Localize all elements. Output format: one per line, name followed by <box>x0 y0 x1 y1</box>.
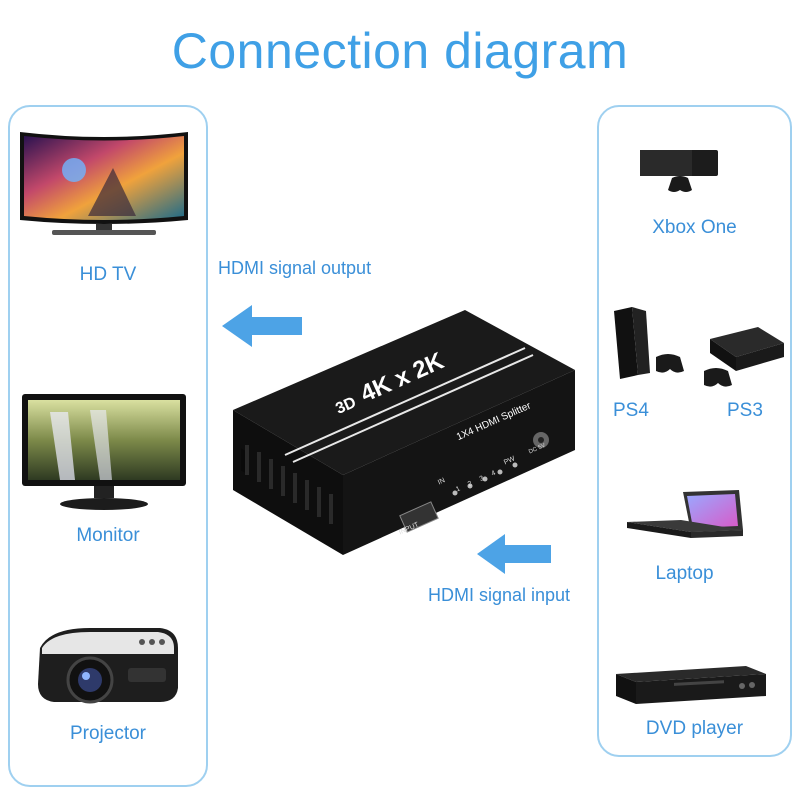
ps4-icon <box>610 305 690 379</box>
curved-tv-icon <box>18 128 190 246</box>
hd-tv-label: HD TV <box>79 264 137 285</box>
arrow-left-icon <box>222 305 302 347</box>
monitor-label: Monitor <box>76 525 140 546</box>
hdmi-signal-output-label: HDMI signal output <box>218 258 372 278</box>
projector-icon <box>30 618 182 708</box>
output-devices-panel <box>8 105 208 787</box>
hdmi-splitter-device <box>225 300 585 560</box>
xbox-one-label: Xbox One <box>652 217 737 238</box>
input-devices-panel <box>597 105 792 757</box>
hdmi-signal-input-label: HDMI signal input <box>428 585 571 605</box>
arrow-left-icon <box>477 534 551 574</box>
laptop-icon <box>625 488 751 548</box>
ps3-icon <box>700 325 786 391</box>
page-title: Connection diagram <box>171 23 629 79</box>
ps4-label: PS4 <box>613 400 649 421</box>
laptop-label: Laptop <box>655 563 714 584</box>
dvd-player-label: DVD player <box>645 718 744 739</box>
monitor-icon <box>20 392 188 514</box>
xbox-one-icon <box>638 148 720 194</box>
dvd-player-icon <box>614 664 768 708</box>
projector-label: Projector <box>69 723 147 744</box>
ps3-label: PS3 <box>727 400 763 421</box>
